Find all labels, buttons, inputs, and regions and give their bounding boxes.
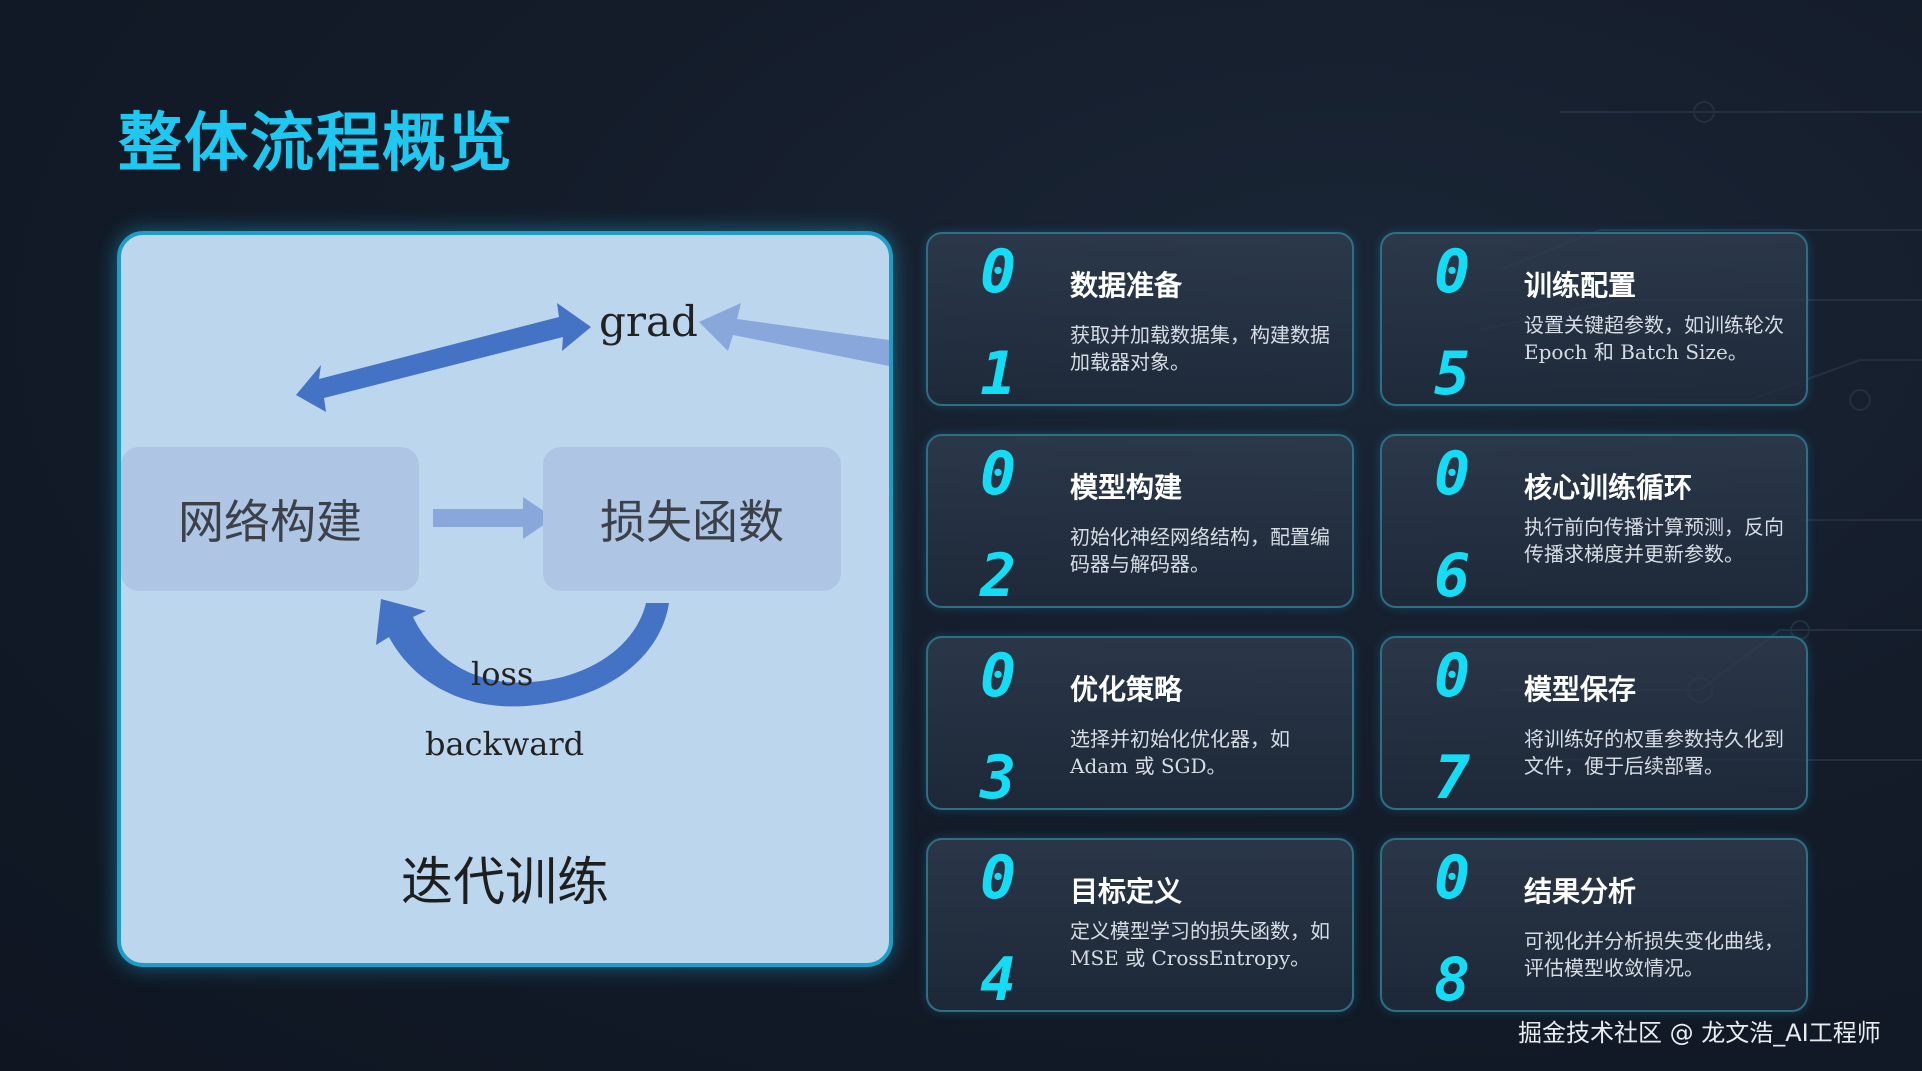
step-description: 初始化神经网络结构，配置编码器与解码器。	[1070, 525, 1330, 576]
step-description: 定义模型学习的损失函数，如 MSE 或 CrossEntropy。	[1070, 919, 1330, 970]
step-description: 获取并加载数据集，构建数据加载器对象。	[1070, 323, 1330, 374]
diagram-arrows	[296, 303, 889, 707]
backward-curve-arrow-icon	[376, 599, 669, 707]
step-number-bottom: 4	[979, 945, 1017, 1015]
step-description: 设置关键超参数，如训练轮次 Epoch 和 Batch Size。	[1524, 313, 1784, 364]
step-number-bottom: 7	[1433, 743, 1471, 813]
step-card-02: 0 2 模型构建 初始化神经网络结构，配置编码器与解码器。	[926, 434, 1354, 608]
forward-arrow-icon	[433, 497, 554, 539]
step-number-top: 0	[1433, 843, 1471, 913]
step-card-08: 0 8 结果分析 可视化并分析损失变化曲线，评估模型收敛情况。	[1380, 838, 1808, 1012]
step-title: 优化策略	[1070, 673, 1183, 706]
loss-label: loss	[471, 655, 534, 693]
step-number-top: 0	[979, 439, 1017, 509]
step-card-05: 0 5 训练配置 设置关键超参数，如训练轮次 Epoch 和 Batch Siz…	[1380, 232, 1808, 406]
grad-label: grad	[599, 297, 698, 346]
step-title: 结果分析	[1524, 875, 1637, 908]
step-title: 核心训练循环	[1524, 471, 1693, 504]
step-card-03: 0 3 优化策略 选择并初始化优化器，如 Adam 或 SGD。	[926, 636, 1354, 810]
training-loop-diagram: 网络构建 损失函数 grad loss backward 迭代训练	[117, 231, 893, 967]
step-description: 选择并初始化优化器，如 Adam 或 SGD。	[1070, 727, 1290, 778]
step-number-top: 0	[979, 237, 1017, 307]
step-description: 将训练好的权重参数持久化到文件，便于后续部署。	[1524, 727, 1784, 778]
step-number-bottom: 3	[979, 743, 1017, 813]
backward-label: backward	[425, 725, 585, 763]
step-card-06: 0 6 核心训练循环 执行前向传播计算预测，反向传播求梯度并更新参数。	[1380, 434, 1808, 608]
diagram-caption: 迭代训练	[400, 853, 609, 913]
grad-double-arrow-icon	[296, 303, 591, 412]
step-number-top: 0	[1433, 237, 1471, 307]
page-title: 整体流程概览	[118, 106, 514, 181]
watermark: 掘金技术社区 @ 龙文浩_AI工程师	[1518, 1019, 1881, 1047]
step-title: 目标定义	[1070, 875, 1183, 908]
step-description: 执行前向传播计算预测，反向传播求梯度并更新参数。	[1524, 515, 1784, 566]
step-card-04: 0 4 目标定义 定义模型学习的损失函数，如 MSE 或 CrossEntrop…	[926, 838, 1354, 1012]
step-number-bottom: 1	[979, 339, 1017, 409]
step-number-bottom: 8	[1433, 945, 1471, 1015]
step-number-bottom: 5	[1433, 339, 1471, 409]
step-description: 可视化并分析损失变化曲线，评估模型收敛情况。	[1524, 929, 1784, 980]
step-number-top: 0	[979, 641, 1017, 711]
loss-function-node: 损失函数	[543, 447, 841, 591]
step-number-top: 0	[1433, 641, 1471, 711]
step-number-top: 0	[1433, 439, 1471, 509]
step-number-bottom: 2	[979, 541, 1017, 611]
step-card-07: 0 7 模型保存 将训练好的权重参数持久化到文件，便于后续部署。	[1380, 636, 1808, 810]
step-title: 训练配置	[1524, 269, 1637, 302]
step-title: 数据准备	[1070, 269, 1183, 302]
incoming-arrow-icon	[699, 303, 889, 366]
step-title: 模型构建	[1070, 471, 1183, 504]
step-title: 模型保存	[1524, 673, 1637, 706]
step-number-top: 0	[979, 843, 1017, 913]
network-build-node: 网络构建	[121, 447, 419, 591]
step-card-01: 0 1 数据准备 获取并加载数据集，构建数据加载器对象。	[926, 232, 1354, 406]
step-number-bottom: 6	[1433, 541, 1471, 611]
